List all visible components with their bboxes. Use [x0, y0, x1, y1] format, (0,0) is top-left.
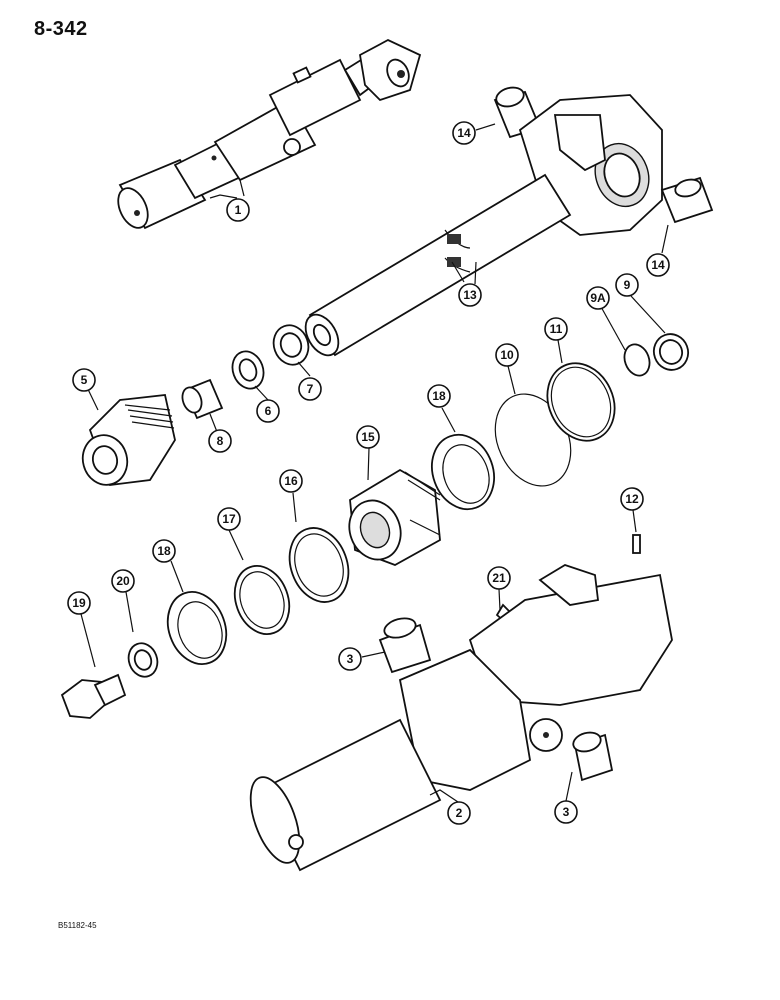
svg-text:8: 8 — [217, 434, 224, 448]
svg-text:6: 6 — [265, 404, 272, 418]
callout-11: 11 — [544, 317, 568, 341]
svg-text:19: 19 — [72, 596, 86, 610]
callout-9: 9 — [615, 273, 639, 297]
callout-15: 15 — [356, 425, 380, 449]
callout-9a: 9A — [586, 286, 610, 310]
svg-text:10: 10 — [500, 348, 514, 362]
callout-8: 8 — [208, 429, 232, 453]
svg-text:3: 3 — [347, 652, 354, 666]
svg-text:20: 20 — [116, 574, 130, 588]
callout-1: 1 — [226, 198, 250, 222]
callout-5: 5 — [72, 368, 96, 392]
svg-text:9: 9 — [624, 278, 631, 292]
callout-14-right: 14 — [646, 253, 670, 277]
barrel-drawing — [249, 534, 673, 872]
svg-text:3: 3 — [563, 805, 570, 819]
rod-assembly-drawing — [304, 86, 714, 357]
callout-18-lower: 18 — [152, 539, 176, 563]
svg-text:12: 12 — [625, 492, 639, 506]
piston-assembly-drawing — [166, 433, 495, 665]
fitting-and-plug-drawing — [60, 642, 159, 719]
svg-text:14: 14 — [651, 258, 665, 272]
svg-text:21: 21 — [492, 571, 506, 585]
callout-12: 12 — [620, 487, 644, 511]
svg-text:18: 18 — [432, 389, 446, 403]
callout-17: 17 — [217, 507, 241, 531]
callout-18-upper: 18 — [427, 384, 451, 408]
figure-code: B51182-45 — [58, 921, 97, 930]
callout-13: 13 — [458, 283, 482, 307]
callout-14-upper: 14 — [452, 121, 476, 145]
svg-text:11: 11 — [550, 322, 563, 336]
callout-3-left: 3 — [338, 647, 362, 671]
callout-20: 20 — [111, 569, 135, 593]
head-and-seals-drawing — [81, 324, 310, 486]
svg-text:15: 15 — [361, 430, 375, 444]
callout-21: 21 — [487, 566, 511, 590]
svg-text:7: 7 — [307, 382, 314, 396]
svg-text:18: 18 — [157, 544, 171, 558]
svg-text:13: 13 — [463, 288, 477, 302]
assembled-cylinder-drawing — [117, 38, 422, 230]
callout-10: 10 — [495, 343, 519, 367]
svg-text:9A: 9A — [590, 291, 606, 305]
leader-lines — [80, 123, 669, 803]
svg-text:16: 16 — [284, 474, 298, 488]
svg-text:2: 2 — [456, 806, 463, 820]
callout-6: 6 — [256, 399, 280, 423]
svg-text:1: 1 — [235, 203, 242, 217]
callout-19: 19 — [67, 591, 91, 615]
svg-text:5: 5 — [81, 373, 88, 387]
svg-text:14: 14 — [457, 126, 471, 140]
callout-16: 16 — [279, 469, 303, 493]
page-number: 8-342 — [34, 18, 88, 40]
rings-drawing — [494, 333, 690, 487]
callout-7: 7 — [298, 377, 322, 401]
callout-2: 2 — [447, 801, 471, 825]
callout-3-right: 3 — [554, 800, 578, 824]
svg-text:17: 17 — [222, 512, 236, 526]
